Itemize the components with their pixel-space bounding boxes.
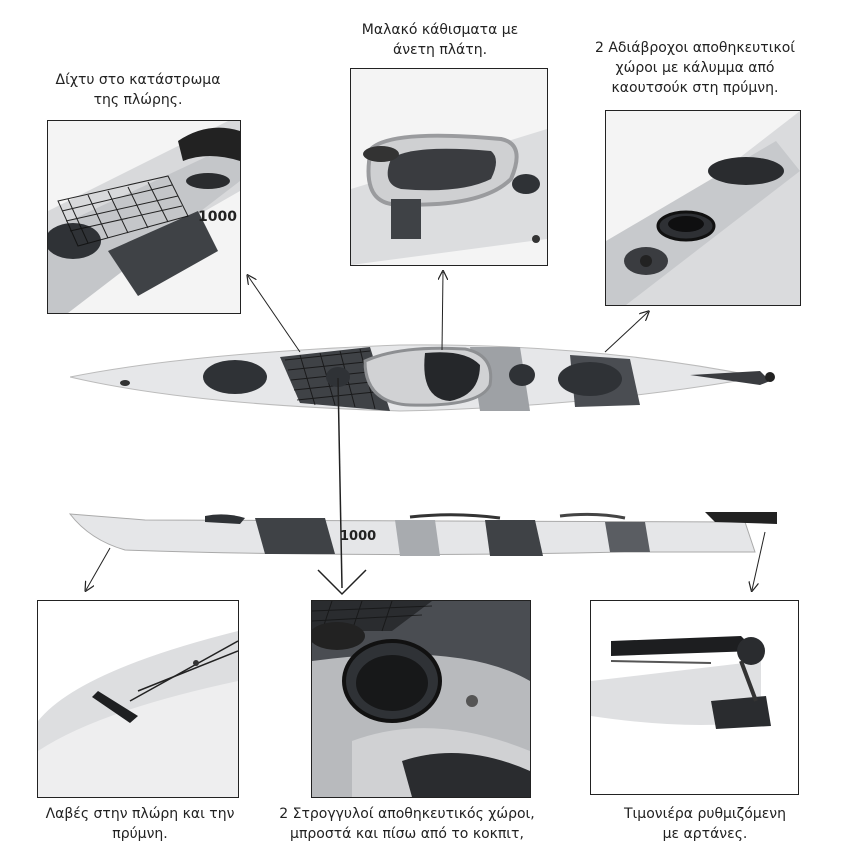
- caption-soft-seats: Μαλακό κάθισματα με άνετη πλάτη.: [361, 22, 519, 58]
- kayak-top-view: [70, 325, 780, 420]
- caption-bow-deck-net: Δίχτυ στο κατάστρωμα της πλώρης.: [55, 72, 221, 108]
- kayak-side-view: 1000: [65, 500, 785, 575]
- detail-photo-rudder: [590, 600, 799, 795]
- detail-photo-bow-deck-net: 1000: [47, 120, 241, 314]
- caption-rudder: Τιμονιέρα ρυθμιζόμενη με αρτάνες.: [624, 806, 786, 842]
- arrow-round-hatches-head: [317, 569, 367, 596]
- detail-photo-handles: [37, 600, 239, 798]
- arrow-handles: [86, 547, 111, 590]
- arrow-bow-net: [248, 276, 301, 353]
- detail-photo-round-hatches: [311, 600, 531, 798]
- arrow-round-hatches-line: [337, 377, 343, 589]
- side-hull-text: 1000: [340, 529, 376, 544]
- caption-round-hatches: 2 Στρογγυλοί αποθηκευτικός χώροι, μπροστ…: [279, 806, 535, 842]
- hull-text: 1000: [198, 209, 237, 225]
- arrow-rudder: [752, 531, 766, 590]
- detail-photo-soft-seats: [350, 68, 548, 266]
- arrow-seat: [442, 272, 443, 351]
- caption-stern-hatches: 2 Αδιάβροχοι αποθηκευτικοί χώροι με κάλυ…: [595, 40, 795, 96]
- detail-photo-stern-hatches: [605, 110, 801, 306]
- arrow-stern-hatches: [604, 312, 648, 353]
- caption-handles: Λαβές στην πλώρη και την πρύμνη.: [45, 806, 235, 842]
